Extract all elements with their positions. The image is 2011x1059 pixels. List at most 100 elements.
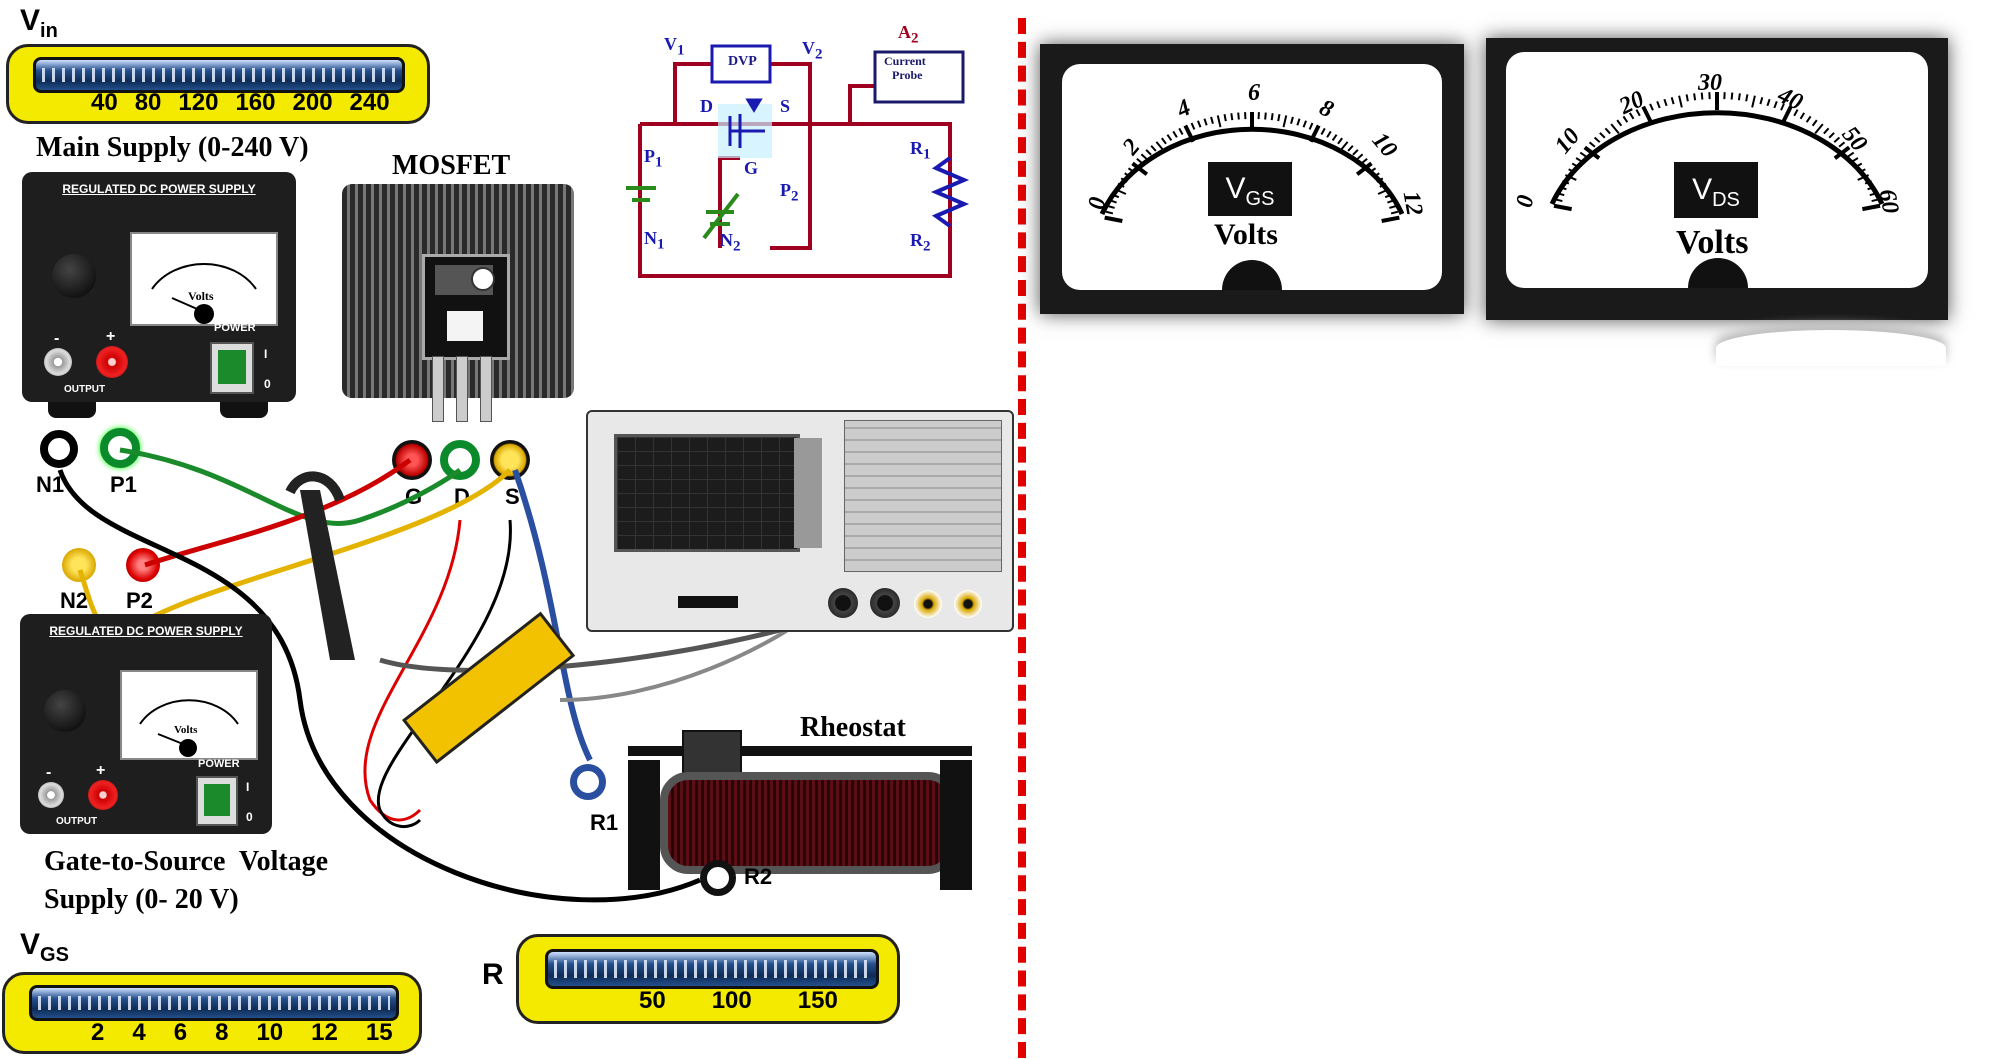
terminal-r1[interactable] [570,764,606,800]
vds-meter-reflection [1716,330,1946,366]
meter-tick [1851,157,1859,163]
r-scale-label: 50 [639,987,666,1014]
vin-scale-label: 160 [235,89,276,116]
vin-label-main: V [20,4,41,37]
mosfet-title: MOSFET [392,150,511,181]
meter-tick [1745,94,1749,102]
meter-tick [1670,97,1675,105]
meter-tick [1559,186,1567,191]
circuit-p1-main: P [644,146,655,166]
gs-supply-off-label: 0 [246,810,253,824]
circuit-n2-label: N2 [720,230,741,256]
terminal-p2[interactable] [126,548,160,582]
gs-supply-power-switch[interactable] [196,776,238,826]
r-slider[interactable] [545,949,879,989]
vin-slider[interactable] [33,57,405,93]
vgs-slider-panel: 2 4 6 8 10 12 15 [2,972,422,1054]
gs-supply-power-label: POWER [198,758,240,770]
meter-tick [1320,127,1326,135]
main-supply-knob[interactable] [52,254,96,298]
meter-tick [1649,103,1654,111]
oscilloscope-ch1-input[interactable] [828,588,858,618]
meter-tick [1290,116,1294,124]
vgs-slider-label-sub: GS [40,944,69,966]
vgs-meter-scale [1099,112,1405,290]
meter-tick [1838,141,1846,148]
rheostat-rail [628,746,972,756]
meter-tick [1107,205,1115,209]
meter-tick [1282,115,1288,128]
meter-tick [1781,105,1793,124]
meter-tick [1197,120,1202,128]
gs-supply-title-line2: Supply (0- 20 V) [44,884,239,915]
circuit-p1-sub: 1 [655,154,663,171]
gs-supply-header: REGULATED DC POWER SUPPLY [49,624,243,638]
meter-tick [1308,122,1314,130]
gs-supply-negative-terminal[interactable] [38,782,64,808]
meter-tick [1389,205,1397,209]
meter-tick [1656,101,1661,109]
terminal-r2[interactable] [700,860,736,896]
meter-tick [1766,98,1771,107]
oscilloscope-softkeys[interactable] [794,438,822,548]
meter-tick [1857,174,1870,181]
oscilloscope-ch3-input[interactable] [914,590,942,618]
main-supply-unit: REGULATED DC POWER SUPPLY Volts - + OUTP… [22,172,296,402]
meter-tick [1223,114,1227,122]
meter-tick [1564,174,1577,181]
meter-tick [1172,130,1178,138]
vgs-meter-caption-sub: GS [1245,188,1275,210]
oscilloscope-ch2-input[interactable] [870,588,900,618]
vgs-scale-label: 4 [132,1019,146,1046]
circuit-d-label: D [700,96,713,116]
meter-tick [1610,123,1620,135]
meter-tick [1203,118,1208,126]
terminal-r1-label: R1 [590,810,619,835]
terminal-n2-label: N2 [60,588,89,613]
oscilloscope-controls[interactable] [844,420,1002,572]
meter-tick [1270,113,1274,121]
vgs-scale: 2 4 6 8 10 12 15 [91,1019,393,1047]
meter-tick [1376,177,1384,183]
vgs-meter-scale-6: 6 [1248,80,1260,106]
circuit-n2-sub: 2 [733,238,741,255]
vgs-meter-unit: Volts [1214,218,1278,251]
meter-tick [1793,109,1799,117]
meter-tick [1166,134,1173,141]
circuit-p2-sub: 2 [791,188,799,205]
r-scale-label: 100 [711,987,752,1014]
circuit-p2-label: P2 [780,180,799,206]
terminal-p1[interactable] [100,428,140,468]
meter-tick [1730,92,1734,100]
terminal-g[interactable] [392,440,432,480]
terminal-n1[interactable] [40,430,78,468]
meter-tick [1622,115,1629,123]
meter-tick [1604,127,1611,135]
terminal-d[interactable] [440,440,480,480]
vgs-slider[interactable] [29,985,399,1021]
gs-supply-knob[interactable] [44,690,86,732]
main-supply-output-label: OUTPUT [64,384,106,395]
meter-tick [1216,115,1222,128]
meter-tick [1571,162,1579,168]
terminal-n2[interactable] [62,548,96,582]
meter-tick [1871,198,1879,203]
meter-tick [1678,95,1683,108]
vgs-slider-label: VGS [20,928,69,967]
circuit-probe-line2: Probe [892,68,923,82]
main-supply-negative-terminal[interactable] [44,348,72,376]
meter-tick [1140,153,1148,160]
meter-tick [1759,97,1764,105]
meter-tick [1641,105,1653,124]
rheostat-slider[interactable] [682,730,742,774]
vds-meter-scale [1549,92,1885,288]
main-supply-positive-terminal[interactable] [96,346,128,378]
circuit-r2-main: R [910,230,923,250]
gs-supply-positive-terminal[interactable] [88,780,118,810]
main-supply-minus: - [54,330,60,347]
main-supply-power-switch[interactable] [210,342,254,394]
oscilloscope-ch4-input[interactable] [954,590,982,618]
vgs-scale-label: 8 [215,1019,229,1046]
vgs-scale-label: 6 [173,1019,188,1046]
main-supply-on-label: I [264,347,268,361]
